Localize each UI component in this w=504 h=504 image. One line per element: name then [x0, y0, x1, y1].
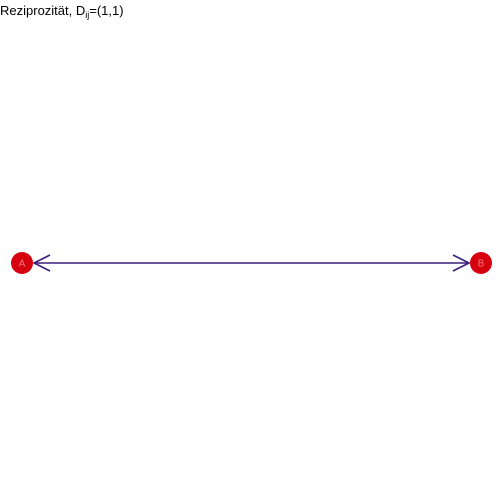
diagram-title: Reziprozität, Dij=(1,1) — [0, 3, 124, 20]
title-suffix: =(1,1) — [89, 3, 124, 18]
node-a-circle — [11, 252, 33, 274]
node-b[interactable]: B — [470, 252, 492, 274]
title-subscript: ij — [85, 10, 90, 20]
node-b-label: B — [478, 259, 485, 270]
arrowhead-at-b — [452, 254, 471, 272]
nodes-layer: A B — [11, 252, 492, 274]
title-prefix: Reziprozität, D — [0, 3, 86, 18]
edges-layer — [32, 254, 471, 272]
node-a-label: A — [19, 259, 26, 270]
node-a[interactable]: A — [11, 252, 33, 274]
node-b-circle — [470, 252, 492, 274]
arrowhead-at-a — [32, 254, 51, 272]
